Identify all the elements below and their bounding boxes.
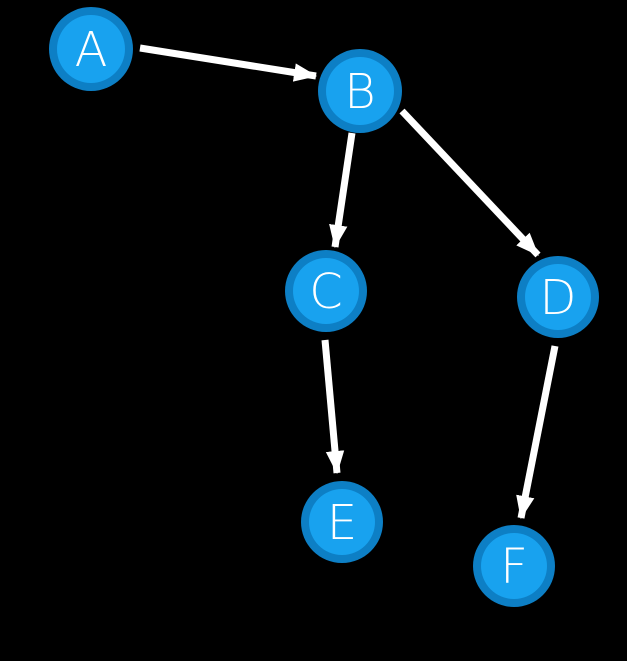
edge-B-C (329, 132, 356, 249)
node-core (326, 57, 394, 125)
graph-node-F[interactable]: F (473, 525, 555, 607)
graph-node-D[interactable]: D (517, 256, 599, 338)
edge-C-E (321, 339, 345, 475)
edge-B-D (399, 108, 541, 258)
node-core (525, 264, 591, 330)
graph-node-A[interactable]: A (49, 7, 133, 91)
graph-node-B[interactable]: B (318, 49, 402, 133)
edge-A-B (139, 44, 318, 82)
node-core (481, 533, 547, 599)
nodes-layer: A B C D E F (49, 7, 599, 607)
edges-layer (139, 44, 559, 520)
node-core (57, 15, 125, 83)
node-core (309, 489, 375, 555)
graph-node-C[interactable]: C (285, 250, 367, 332)
node-core (293, 258, 359, 324)
graph-node-E[interactable]: E (301, 481, 383, 563)
edge-D-F (516, 345, 559, 520)
